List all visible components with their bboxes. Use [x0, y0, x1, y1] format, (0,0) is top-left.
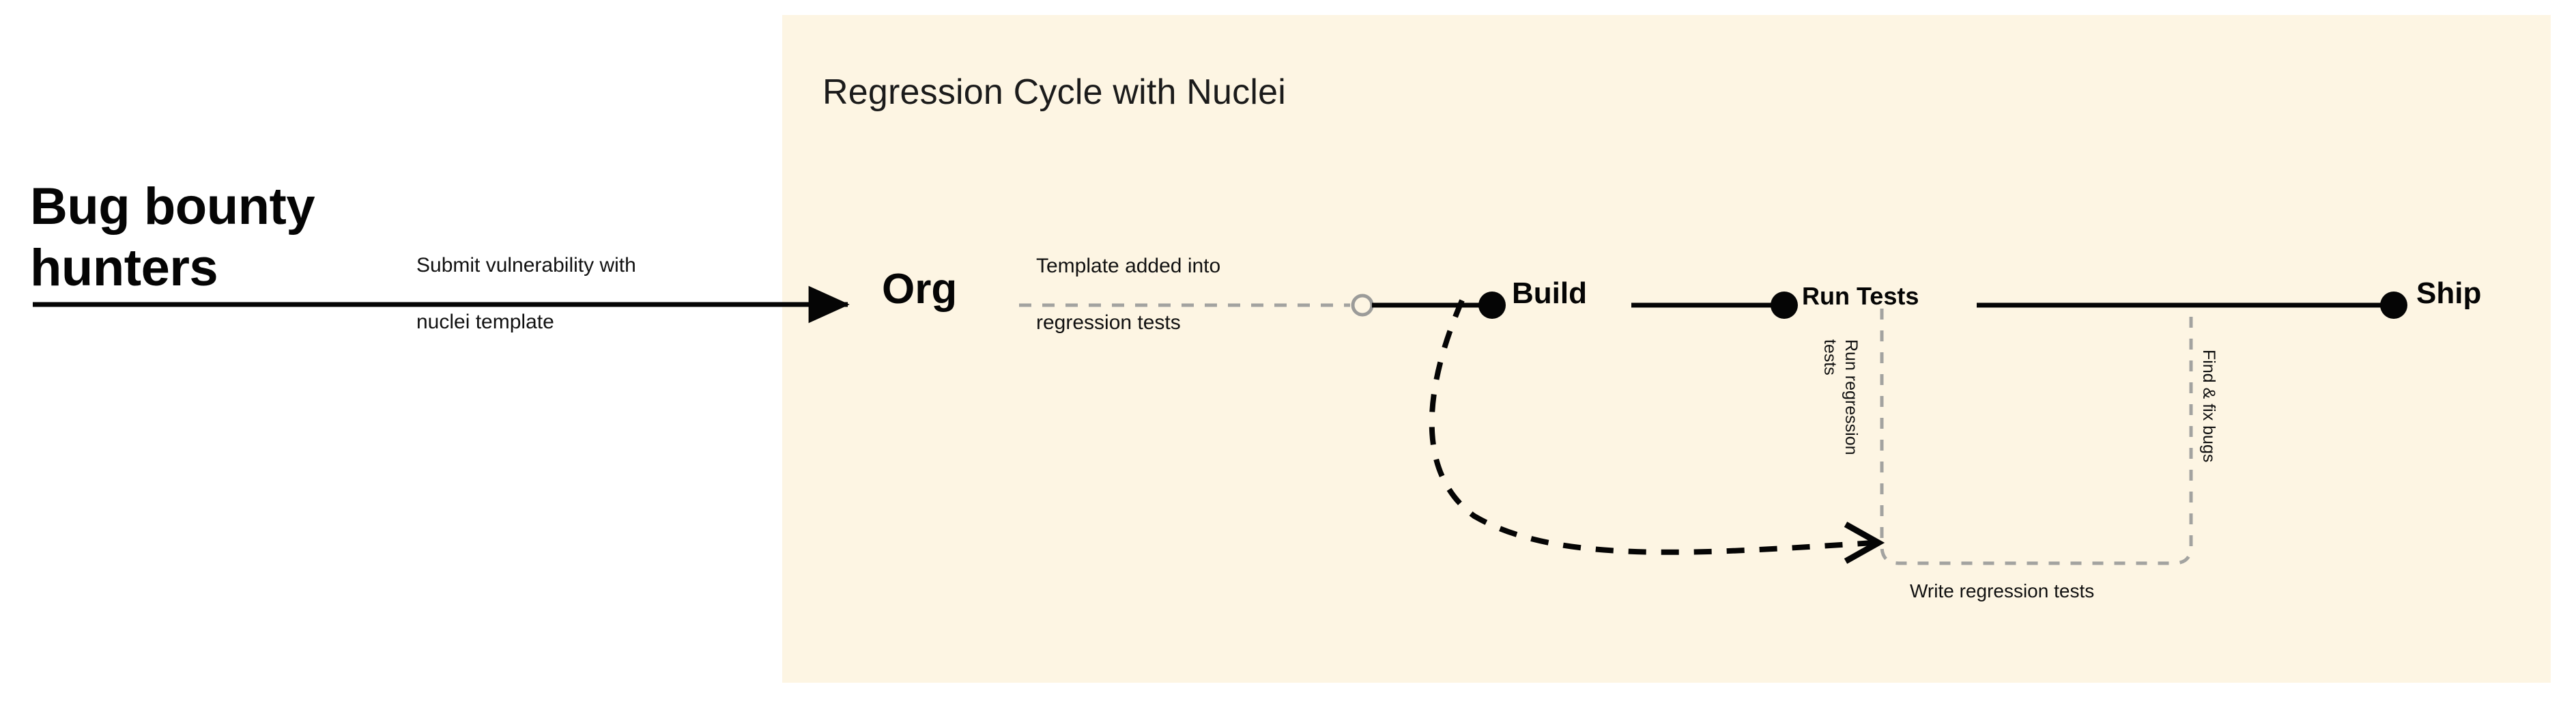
actor-label-line1: Bug bounty	[30, 178, 315, 236]
annotation-write-regression-tests: Write regression tests	[1910, 580, 2095, 601]
node-label-org: Org	[882, 266, 958, 313]
actor-bug-bounty-hunters: Bug bounty hunters	[30, 176, 412, 298]
edge-label-template-line2: regression tests	[1036, 311, 1181, 334]
actor-label-line2: hunters	[30, 238, 218, 297]
node-marker-ship	[2380, 292, 2407, 319]
dashed-bracket-write-regression-tests	[1880, 309, 2193, 565]
feedback-arrowhead-icon	[1844, 522, 1885, 564]
page-title: Regression Cycle with Nuclei	[822, 72, 1286, 112]
edge-label-template-added: Template added into regression tests	[1036, 255, 1220, 334]
hollow-circle-marker	[1351, 294, 1374, 317]
edge-label-template-line1: Template added into	[1036, 255, 1221, 277]
node-label-ship: Ship	[2416, 277, 2482, 310]
node-marker-build	[1478, 292, 1506, 319]
edge-label-submit-vulnerability: Submit vulnerability with nuclei templat…	[416, 254, 636, 333]
edge-label-submit-line2: nuclei template	[416, 310, 554, 333]
edge-label-submit-line1: Submit vulnerability with	[416, 254, 636, 277]
node-label-build: Build	[1512, 277, 1587, 310]
diagram-panel	[782, 15, 2551, 683]
node-marker-run-tests	[1771, 292, 1798, 319]
connector-feedback-loop	[1429, 299, 1874, 555]
node-label-run-tests: Run Tests	[1802, 282, 1919, 310]
